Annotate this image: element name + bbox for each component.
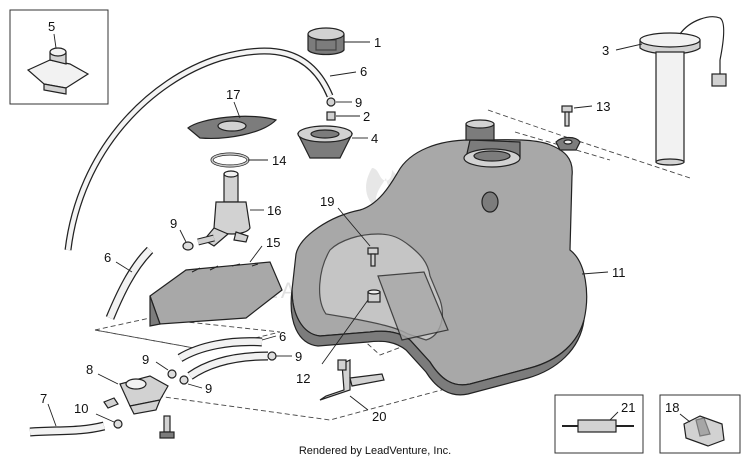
callout-17: 17 [226, 87, 240, 102]
callout-3: 3 [602, 43, 609, 58]
callout-6-top: 6 [360, 64, 367, 79]
callout-6-right: 6 [279, 329, 286, 344]
part-11-fuel-tank [290, 119, 588, 396]
footer-credit: Rendered by LeadVenture, Inc. [299, 445, 451, 457]
callout-4: 4 [371, 131, 378, 146]
callout-10: 10 [74, 401, 88, 416]
part-12-spacer [367, 289, 381, 303]
part-5-clip [26, 47, 90, 95]
part-4-filler-neck [297, 125, 353, 159]
part-14-clamp [210, 152, 250, 168]
part-9-clamp-mid [182, 241, 194, 251]
part-3-fuel-sender [639, 16, 727, 166]
callout-19: 19 [320, 194, 334, 209]
part-9-clamp-top [326, 97, 336, 107]
part-2-fitting [326, 111, 336, 121]
callout-21: 21 [621, 400, 635, 415]
callout-9-lower-mid: 9 [205, 381, 212, 396]
part-17-shield [187, 115, 278, 139]
part-18-bracket [683, 415, 725, 447]
callout-7: 7 [40, 391, 47, 406]
part-19-bolt [367, 247, 379, 267]
part-10-fitting [113, 419, 123, 429]
part-6-hose-pair [177, 337, 269, 380]
part-16-neck [203, 170, 251, 247]
part-15-tray [149, 261, 283, 327]
callout-20: 20 [372, 409, 386, 424]
callout-15: 15 [266, 235, 280, 250]
part-9-clamps-lower [167, 351, 277, 385]
callout-5: 5 [48, 19, 55, 34]
callout-9-lower-right: 9 [295, 349, 302, 364]
callout-2: 2 [363, 109, 370, 124]
callout-9-lower-left: 9 [142, 352, 149, 367]
callout-6-left: 6 [104, 250, 111, 265]
part-21-fuel-filter [562, 419, 634, 433]
callout-12: 12 [296, 371, 310, 386]
part-20-bracket [319, 359, 385, 401]
callout-13: 13 [596, 99, 610, 114]
callout-16: 16 [267, 203, 281, 218]
callout-14: 14 [272, 153, 286, 168]
part-13-bolt [561, 105, 573, 127]
callout-9-mid: 9 [170, 216, 177, 231]
callout-11: 11 [612, 265, 626, 280]
callout-8: 8 [86, 362, 93, 377]
callout-9-top: 9 [355, 95, 362, 110]
part-8-valve [103, 375, 175, 439]
callout-1: 1 [374, 35, 381, 50]
part-1-cap [307, 27, 345, 56]
callout-18: 18 [665, 400, 679, 415]
